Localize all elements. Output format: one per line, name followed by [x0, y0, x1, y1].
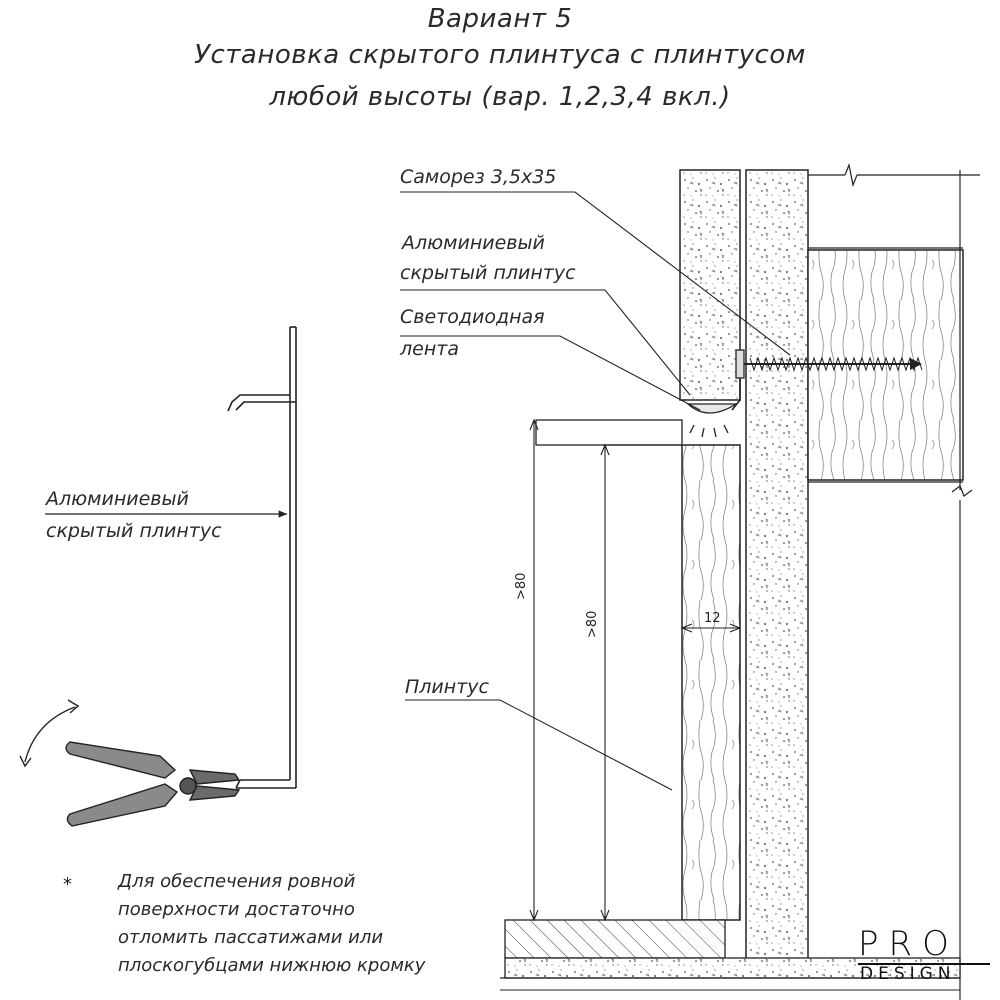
floor-edge-upper	[535, 419, 683, 446]
aluminium-profile-left	[227, 326, 297, 789]
note-line: плоскогубцами нижнюю кромку	[118, 955, 426, 976]
label-aluminium-right-2: скрытый плинтус	[400, 262, 576, 284]
label-plinth: Плинтус	[405, 676, 489, 698]
screw	[735, 349, 923, 379]
title-description: Установка скрытого плинтуса с плинтусом	[194, 40, 806, 70]
note-line: Для обеспечения ровной	[118, 871, 356, 892]
note-line: отломить пассатижами или	[118, 927, 384, 948]
logo-divider	[858, 963, 990, 965]
aluminium-profile-right	[731, 370, 741, 411]
note-line: поверхности достаточно	[118, 899, 355, 920]
wall-plaster-upper	[679, 169, 741, 401]
dimension-thickness-label: 12	[704, 611, 721, 626]
wall-concrete	[745, 169, 809, 961]
led-strip	[686, 403, 739, 438]
floor-finish	[504, 919, 726, 959]
dimension-thickness	[680, 623, 742, 633]
plinth-board	[681, 444, 741, 921]
rotation-arrow-icon	[19, 699, 80, 768]
dimension-outer	[529, 418, 539, 922]
dimension-inner-label: >80	[585, 611, 600, 638]
label-led-2: лента	[400, 338, 459, 360]
logo-design: DESIGN	[860, 964, 956, 984]
logo-pro: PRO	[858, 924, 959, 964]
note-marker: *	[63, 874, 72, 895]
label-screw: Саморез 3,5х35	[400, 166, 557, 188]
pliers-icon	[65, 741, 241, 827]
label-aluminium-left-2: скрытый плинтус	[46, 520, 222, 542]
label-led-1: Светодиодная	[400, 306, 545, 328]
dimension-inner	[600, 443, 610, 922]
title-variant: Вариант 5	[427, 4, 573, 34]
label-aluminium-right-1: Алюминиевый	[402, 232, 545, 254]
label-aluminium-left-1: Алюминиевый	[46, 488, 189, 510]
note-text: Для обеспечения ровной поверхности доста…	[118, 868, 425, 980]
section-break-lines	[808, 162, 980, 1000]
dimension-outer-label: >80	[514, 573, 529, 600]
leader-lines-right	[400, 191, 791, 791]
title-subdescription: любой высоты (вар. 1,2,3,4 вкл.)	[269, 82, 731, 112]
